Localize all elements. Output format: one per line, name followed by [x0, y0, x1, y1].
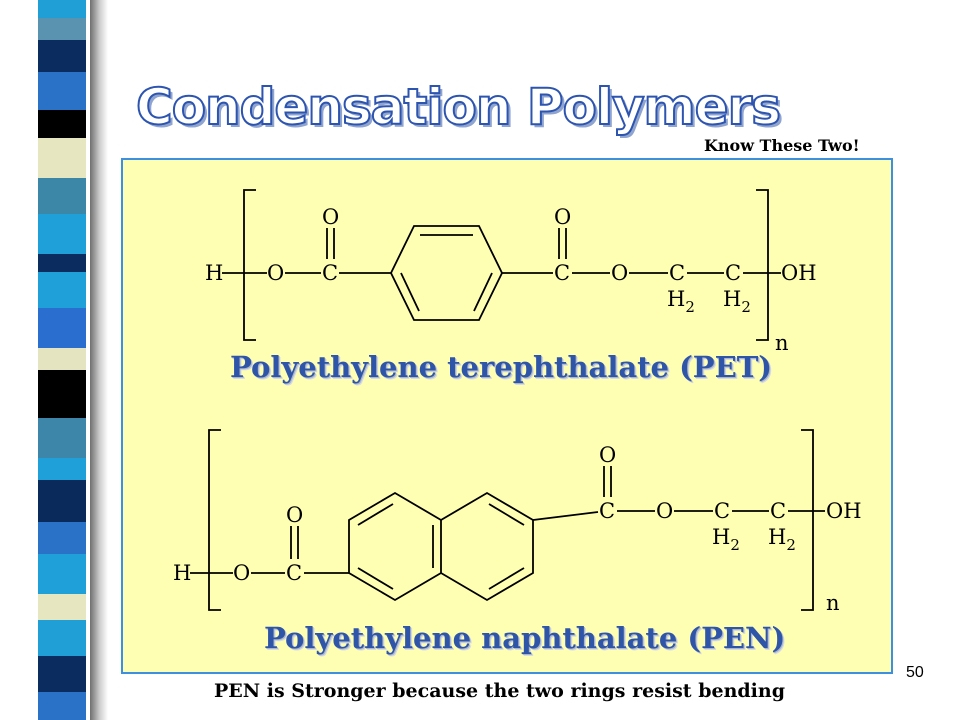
pet-benzene-ring [389, 225, 504, 321]
stripe-block [38, 418, 86, 458]
pen-right-bracket [801, 429, 814, 611]
pet-right-bracket [756, 189, 769, 341]
pen-naphthalene-right-ring [440, 491, 534, 602]
pen-atom-c1: C [286, 561, 302, 585]
pen-subscript-n: n [826, 591, 840, 615]
stripe-block [38, 370, 86, 418]
pen-atom-h: H [173, 561, 191, 585]
stripe-block [38, 178, 86, 214]
stripe-block [38, 620, 86, 656]
know-these-note: Know These Two! [704, 136, 860, 155]
stripe-block [38, 214, 86, 254]
pet-atom-h: H [205, 261, 223, 285]
pen-ring-double [488, 503, 525, 526]
pet-ring-double [473, 272, 493, 312]
pen-atom-c2: C [599, 499, 615, 523]
stripe-block [38, 692, 86, 720]
stripe-block [38, 554, 86, 594]
pet-atom-c4: C [725, 261, 741, 285]
pen-atom-h2a: H2 [712, 525, 740, 554]
stripe-block [38, 18, 86, 40]
stripe-block [38, 522, 86, 554]
pet-structure: H O C O C O O C H2 C H2 [205, 189, 817, 355]
pet-subscript-n: n [775, 331, 789, 355]
pen-atom-o-top2: O [599, 443, 616, 467]
pet-name: Polyethylene terephthalate (PET) [230, 350, 773, 384]
pen-atom-o-top1: O [286, 503, 303, 527]
pen-atom-h2b: H2 [768, 525, 796, 554]
stripe-block [38, 656, 86, 692]
stripe-block [38, 348, 86, 370]
pen-left-bracket [208, 429, 221, 611]
stripe-blocks [38, 0, 86, 720]
pet-atom-c2: C [554, 261, 570, 285]
stripe-shadow [90, 0, 108, 720]
stripe-block [38, 458, 86, 480]
pen-naphthalene-left-ring [348, 491, 442, 602]
pen-ring-double [357, 567, 394, 590]
pen-atom-oh: OH [826, 499, 862, 523]
stripe-block [38, 308, 86, 348]
pen-structure: H O C O C O O C H2 [173, 429, 862, 615]
pen-atom-o1: O [233, 561, 250, 585]
pet-atom-h2b: H2 [723, 287, 751, 316]
pet-atom-o1: O [267, 261, 284, 285]
stripe-block [38, 72, 86, 110]
pet-atom-c3: C [669, 261, 685, 285]
pet-atom-h2a: H2 [667, 287, 695, 316]
decorative-left-stripe [0, 0, 110, 720]
pet-atom-o-top2: O [554, 205, 571, 229]
pen-ring-double [357, 503, 394, 526]
structures-drawing: H O C O C O O C H2 C H2 [173, 189, 862, 615]
pet-left-bracket [243, 189, 256, 341]
pet-atom-oh: OH [781, 261, 817, 285]
stripe-block [38, 138, 86, 178]
pen-bond [532, 511, 599, 521]
stripe-block [38, 254, 86, 272]
pen-atom-c3: C [714, 499, 730, 523]
pen-atom-o2: O [656, 499, 673, 523]
stripe-block [38, 40, 86, 72]
pet-ring-double [400, 272, 420, 312]
stripe-block [38, 110, 86, 138]
page-number: 50 [906, 664, 924, 681]
pet-atom-o2: O [611, 261, 628, 285]
stripe-block [38, 594, 86, 620]
footnote: PEN is Stronger because the two rings re… [214, 680, 785, 702]
pen-name: Polyethylene naphthalate (PEN) [264, 621, 786, 655]
stripe-block [38, 272, 86, 308]
pen-atom-c4: C [770, 499, 786, 523]
pen-ring-double [488, 567, 525, 590]
pet-atom-c1: C [322, 261, 338, 285]
pet-atom-o-top1: O [322, 205, 339, 229]
stripe-block [38, 0, 86, 18]
stripe-block [38, 480, 86, 522]
slide-title: Condensation Polymers [135, 77, 782, 137]
content-panel: H O C O C O O C H2 C H2 [121, 158, 893, 674]
